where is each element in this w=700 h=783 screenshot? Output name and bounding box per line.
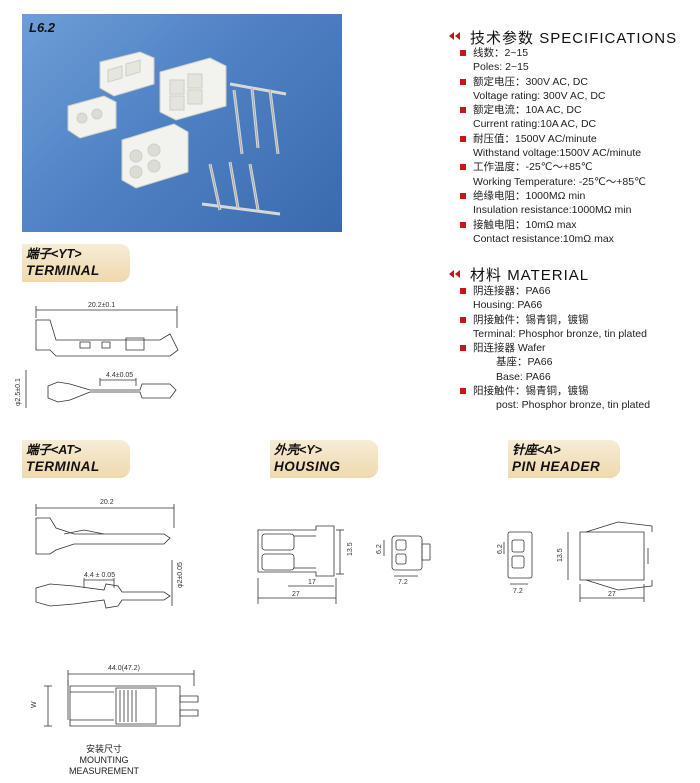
material-item: 阴接触件：锡青铜，镀锡	[460, 313, 695, 327]
terminal-at-drawing: 20.2 4.4 ± 0.05 φ2±0.05	[14, 499, 184, 624]
terminal-at-label: 端子<AT>TERMINAL	[22, 440, 130, 478]
terminal-yt-label: 端子<YT>TERMINAL	[22, 244, 130, 282]
mounting-caption: 安装尺寸 MOUNTING MEASUREMENT	[44, 744, 164, 777]
mounting-caption-en: MOUNTING MEASUREMENT	[68, 755, 139, 776]
material-list: 阴连接器：PA66 Housing: PA66 阴接触件：锡青铜，镀锡 Term…	[460, 284, 695, 413]
spec-item: 耐压值：1500V AC/minute	[460, 132, 695, 146]
photo-model-tag: L6.2	[29, 20, 56, 35]
product-photo: L6.2	[22, 14, 342, 232]
spec-item: 额定电压：300V AC, DC	[460, 75, 695, 89]
spec-item: 工作温度：-25℃～+85℃	[460, 160, 695, 174]
y-inner-dim: 17	[308, 579, 316, 586]
terminal-yt-drawing: 20.2±0.1 4.4±0.05 φ2.5±0.1	[15, 302, 200, 418]
mount-w-dim: W	[31, 701, 38, 708]
spec-item: 线数：2~15	[460, 46, 695, 60]
specifications-heading: 技术参数 SPECIFICATIONS	[470, 29, 678, 47]
yt-diameter-dim: φ2.5±0.1	[15, 378, 22, 406]
material-arrow-icon	[449, 270, 461, 278]
specifications-arrow-icon	[449, 32, 461, 40]
material-heading: 材料 MATERIAL	[470, 266, 590, 284]
y-side-height-dim: 6.2	[376, 544, 383, 554]
y-height-dim: 13.5	[347, 542, 354, 556]
at-length-dim: 20.2	[100, 499, 114, 506]
a-side-height-dim: 6.2	[497, 544, 504, 554]
yt-width-dim: 4.4±0.05	[106, 372, 133, 379]
yt-length-dim: 20.2±0.1	[88, 302, 115, 309]
a-height-dim: 13.5	[557, 548, 564, 562]
mount-length-dim: 44.0(47.2)	[108, 665, 140, 672]
y-total-dim: 27	[292, 591, 300, 598]
mounting-drawing: 44.0(47.2) W	[31, 665, 224, 750]
connector-illustration	[22, 14, 342, 232]
a-total-dim: 27	[608, 591, 616, 598]
y-side-width-dim: 7.2	[398, 579, 408, 586]
material-item: 阳连接器 Wafer	[460, 341, 695, 355]
spec-item: 额定电流：10A AC, DC	[460, 103, 695, 117]
mounting-caption-zh: 安装尺寸	[85, 744, 122, 754]
housing-y-drawing: 13.5 17 27 6.2 7.2	[244, 512, 444, 612]
at-diameter-dim: φ2±0.05	[177, 562, 184, 588]
a-side-width-dim: 7.2	[513, 588, 523, 595]
at-width-dim: 4.4 ± 0.05	[84, 572, 115, 579]
spec-item: 绝缘电阻：1000MΩ min	[460, 189, 695, 203]
pin-header-a-drawing: 6.2 7.2 13.5 27	[497, 512, 686, 612]
specifications-list: 线数：2~15 Poles: 2~15 额定电压：300V AC, DC Vol…	[460, 46, 695, 246]
material-item: 阳接触件：锡青铜，镀锡	[460, 384, 695, 398]
pin-header-a-label: 针座<A>PIN HEADER	[508, 440, 620, 478]
housing-y-label: 外壳<Y>HOUSING	[270, 440, 378, 478]
spec-item: 接触电阻：10mΩ max	[460, 218, 695, 232]
material-item: 阴连接器：PA66	[460, 284, 695, 298]
